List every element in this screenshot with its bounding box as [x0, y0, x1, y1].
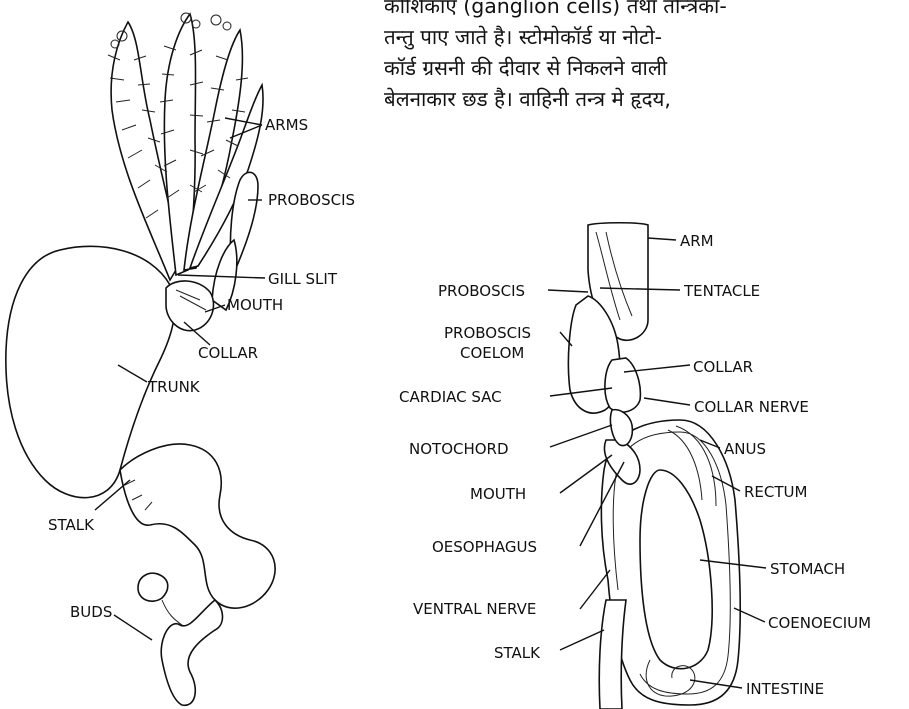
label-rectum: RECTUM — [744, 483, 807, 501]
label-ventral-nerve: VENTRAL NERVE — [413, 600, 536, 618]
label-arm: ARM — [680, 232, 714, 250]
label-gill-slit: GILL SLIT — [268, 270, 338, 288]
stalk-section — [599, 600, 626, 709]
label-stalk-right: STALK — [494, 644, 541, 662]
label-proboscis: PROBOSCIS — [268, 191, 355, 209]
label-tentacle: TENTACLE — [683, 282, 760, 300]
label-coenoecium: COENOECIUM — [768, 614, 871, 632]
label-proboscis-coelom-1: PROBOSCIS — [444, 324, 531, 342]
label-oesophagus: OESOPHAGUS — [432, 538, 537, 556]
label-mouth-right: MOUTH — [470, 485, 526, 503]
label-intestine: INTESTINE — [746, 680, 824, 698]
label-collar: COLLAR — [198, 344, 258, 362]
buds-shape — [161, 600, 222, 705]
label-buds: BUDS — [70, 603, 112, 621]
label-arms: ARMS — [265, 116, 308, 134]
label-anus: ANUS — [724, 440, 766, 458]
label-collar-nerve: COLLAR NERVE — [694, 398, 809, 416]
collar-shape — [166, 281, 214, 331]
label-notochord: NOTOCHORD — [409, 440, 509, 458]
label-proboscis-right: PROBOSCIS — [438, 282, 525, 300]
label-stalk: STALK — [48, 516, 95, 534]
label-collar-right: COLLAR — [693, 358, 753, 376]
label-proboscis-coelom-2: COELOM — [460, 344, 524, 362]
label-mouth: MOUTH — [227, 296, 283, 314]
label-cardiac-sac: CARDIAC SAC — [399, 388, 502, 406]
right-section-illustration: ARM TENTACLE PROBOSCIS PROBOSCIS COELOM … — [399, 223, 871, 709]
left-organism-illustration: ARMS PROBOSCIS GILL SLIT MOUTH COLLAR TR… — [6, 13, 355, 705]
label-stomach: STOMACH — [770, 560, 845, 578]
label-trunk: TRUNK — [147, 378, 201, 396]
cardiac-sac — [605, 358, 640, 412]
